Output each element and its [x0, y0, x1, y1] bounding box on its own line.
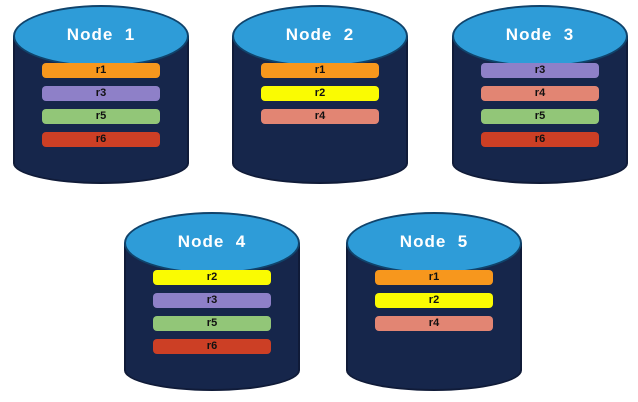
- shard-bar-r3[interactable]: r3: [481, 63, 599, 78]
- cylinder-top-ellipse: [13, 5, 189, 67]
- cylinder-top-ellipse: [346, 212, 522, 274]
- shard-bar-r4[interactable]: r4: [375, 316, 493, 331]
- shard-list: r2 r3 r5 r6: [124, 270, 300, 354]
- shard-bar-r1[interactable]: r1: [261, 63, 379, 78]
- shard-bar-r5[interactable]: r5: [481, 109, 599, 124]
- shard-bar-r6[interactable]: r6: [153, 339, 271, 354]
- shard-bar-r4[interactable]: r4: [261, 109, 379, 124]
- shard-bar-r4[interactable]: r4: [481, 86, 599, 101]
- shard-bar-r2[interactable]: r2: [261, 86, 379, 101]
- cylinder-top-ellipse: [232, 5, 408, 67]
- shard-list: r1 r2 r4: [232, 63, 408, 124]
- shard-bar-r1[interactable]: r1: [375, 270, 493, 285]
- shard-bar-r3[interactable]: r3: [153, 293, 271, 308]
- cylinder-top-ellipse: [124, 212, 300, 274]
- shard-bar-r6[interactable]: r6: [42, 132, 160, 147]
- shard-list: r1 r2 r4: [346, 270, 522, 331]
- shard-bar-r2[interactable]: r2: [375, 293, 493, 308]
- shard-list: r3 r4 r5 r6: [452, 63, 628, 147]
- shard-bar-r5[interactable]: r5: [153, 316, 271, 331]
- shard-list: r1 r3 r5 r6: [13, 63, 189, 147]
- cylinder-top-ellipse: [452, 5, 628, 67]
- shard-bar-r1[interactable]: r1: [42, 63, 160, 78]
- shard-bar-r6[interactable]: r6: [481, 132, 599, 147]
- shard-bar-r3[interactable]: r3: [42, 86, 160, 101]
- shard-bar-r5[interactable]: r5: [42, 109, 160, 124]
- shard-bar-r2[interactable]: r2: [153, 270, 271, 285]
